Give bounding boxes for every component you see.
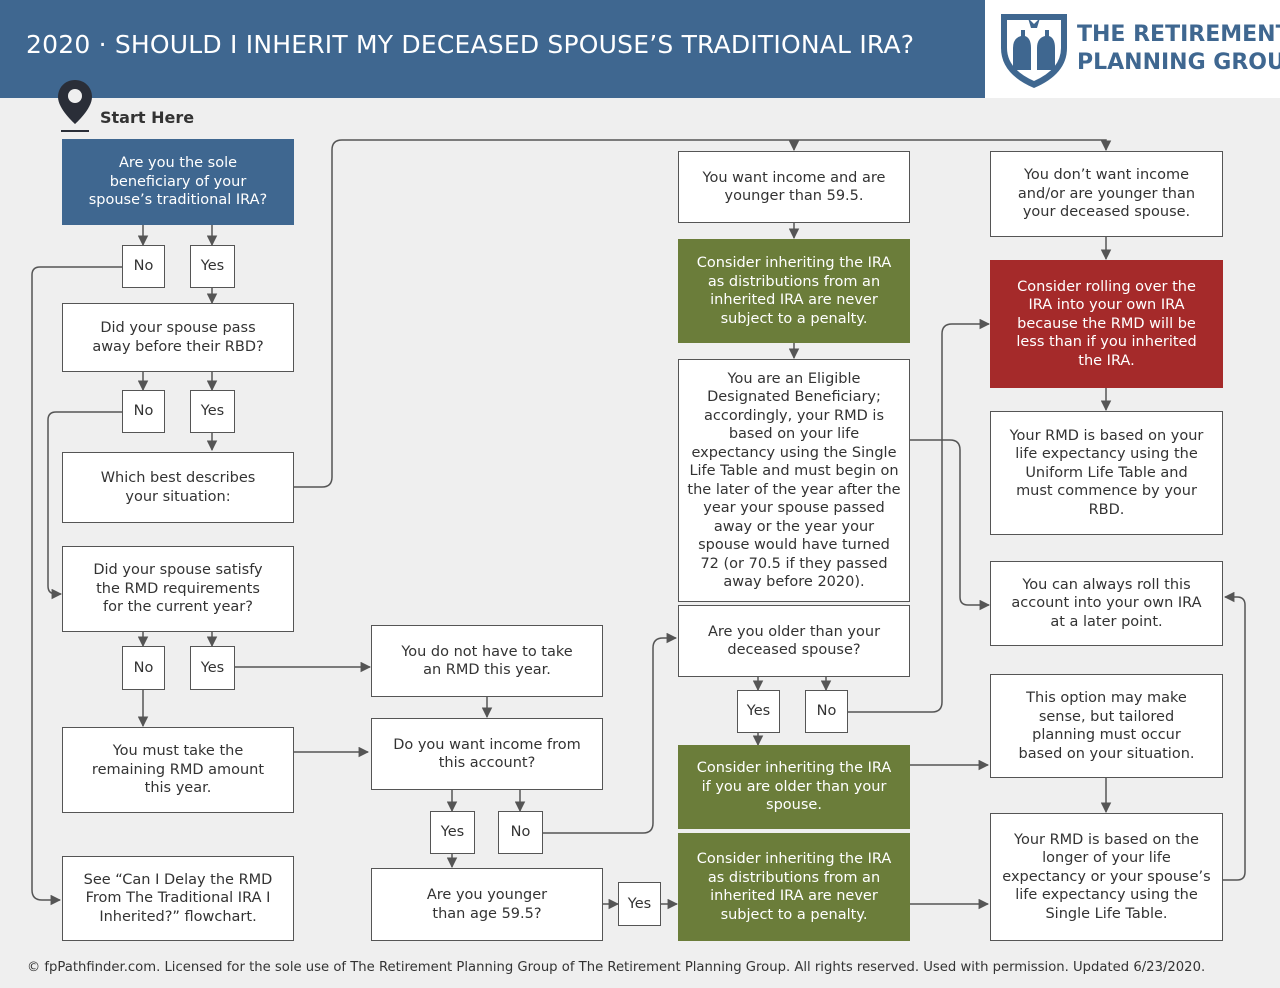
want-income-question: Do you want income from this account?	[371, 718, 603, 790]
which-describes-question: Which best describes your situation:	[62, 452, 294, 523]
sole-beneficiary-question: Are you the sole beneficiary of your spo…	[62, 139, 294, 225]
consider-rollover: Consider rolling over the IRA into your …	[990, 260, 1223, 388]
roll-later-point: You can always roll this account into yo…	[990, 561, 1223, 646]
page-title: 2020 · SHOULD I INHERIT MY DECEASED SPOU…	[26, 30, 915, 59]
answer-no-older: No	[805, 690, 848, 733]
logo-text-line-1: THE RETIREMENT	[1077, 22, 1280, 47]
see-delay-flowchart: See “Can I Delay the RMD From The Tradit…	[62, 856, 294, 941]
older-than-spouse-question: Are you older than your deceased spouse?	[678, 605, 910, 677]
map-pin-icon	[58, 80, 92, 132]
answer-no-sole: No	[122, 245, 165, 288]
want-income-younger: You want income and are younger than 59.…	[678, 151, 910, 223]
eligible-designated-beneficiary: You are an Eligible Designated Beneficia…	[678, 359, 910, 602]
logo-text-line-2: PLANNING GROUP	[1077, 50, 1280, 75]
answer-yes-rbd: Yes	[190, 390, 235, 433]
answer-yes-rmd: Yes	[190, 646, 235, 690]
consider-inheriting-penalty-top: Consider inheriting the IRA as distribut…	[678, 239, 910, 343]
answer-no-income: No	[498, 811, 543, 854]
answer-yes-sole: Yes	[190, 245, 235, 288]
rmd-satisfied-question: Did your spouse satisfy the RMD requirem…	[62, 546, 294, 632]
younger-than-595-question: Are you younger than age 59.5?	[371, 868, 603, 941]
no-rmd-this-year: You do not have to take an RMD this year…	[371, 625, 603, 697]
answer-yes-younger: Yes	[618, 882, 661, 926]
start-here-label: Start Here	[100, 108, 195, 127]
pass-before-rbd-question: Did your spouse pass away before their R…	[62, 303, 294, 372]
logo-shield-icon	[1001, 14, 1067, 88]
logo-panel: THE RETIREMENT PLANNING GROUP	[985, 0, 1280, 98]
answer-no-rbd: No	[122, 390, 165, 433]
uniform-life-table-rmd: Your RMD is based on your life expectanc…	[990, 411, 1223, 535]
longer-life-expectancy-rmd: Your RMD is based on the longer of your …	[990, 813, 1223, 941]
dont-want-income: You don’t want income and/or are younger…	[990, 151, 1223, 237]
answer-yes-older: Yes	[737, 690, 780, 733]
consider-inheriting-penalty-bottom: Consider inheriting the IRA as distribut…	[678, 833, 910, 941]
answer-no-rmd: No	[122, 646, 165, 690]
option-may-make-sense: This option may make sense, but tailored…	[990, 674, 1223, 778]
take-remaining-rmd: You must take the remaining RMD amount t…	[62, 727, 294, 813]
consider-inheriting-if-older: Consider inheriting the IRA if you are o…	[678, 745, 910, 829]
answer-yes-income: Yes	[430, 811, 475, 854]
footer-copyright: © fpPathfinder.com. Licensed for the sol…	[27, 960, 1206, 975]
header-bar: 2020 · SHOULD I INHERIT MY DECEASED SPOU…	[0, 0, 985, 98]
